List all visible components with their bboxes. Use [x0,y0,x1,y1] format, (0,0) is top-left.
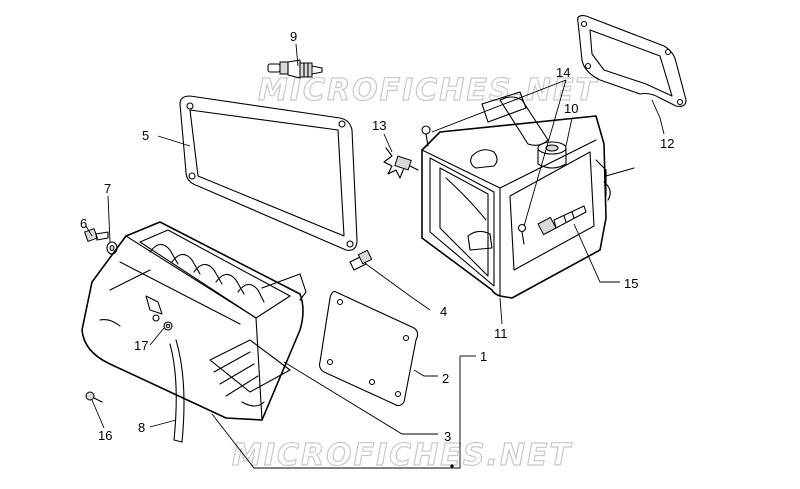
cover-screw-part [83,227,109,243]
housing-part [421,91,635,299]
leader-lines [85,43,665,469]
breather-hose-part [169,339,185,443]
callout-8: 8 [138,420,145,435]
cover-gasket-part [179,95,358,251]
callout-4: 4 [440,304,447,319]
side-gasket-part [577,15,687,107]
plug-screw-part [349,249,373,271]
callout-1: 1 [480,349,487,364]
callout-9: 9 [290,29,297,44]
washer-part [106,241,118,255]
clip-part [163,321,173,331]
spark-plug-part [267,59,323,79]
callout-2: 2 [442,371,449,386]
small-screw-part [85,391,103,403]
callout-16: 16 [98,428,112,443]
callout-3: 3 [444,429,451,444]
stud-part [383,147,419,179]
callout-17: 17 [134,338,148,353]
callout-15: 15 [624,276,638,291]
cylinder-head-cover-part [81,221,307,421]
screw-part-top [421,125,431,147]
callout-10: 10 [564,101,578,116]
callout-14: 14 [556,65,570,80]
callout-13: 13 [372,118,386,133]
callout-5: 5 [142,128,149,143]
screw-part-bottom [517,223,527,245]
callout-12: 12 [660,136,674,151]
callout-6: 6 [80,216,87,231]
reed-plate-part [318,291,419,407]
long-bolt-part [537,205,587,236]
callout-7: 7 [104,181,111,196]
watermark-top: MICROFICHES.NET [258,73,599,108]
callout-11: 11 [494,326,508,341]
